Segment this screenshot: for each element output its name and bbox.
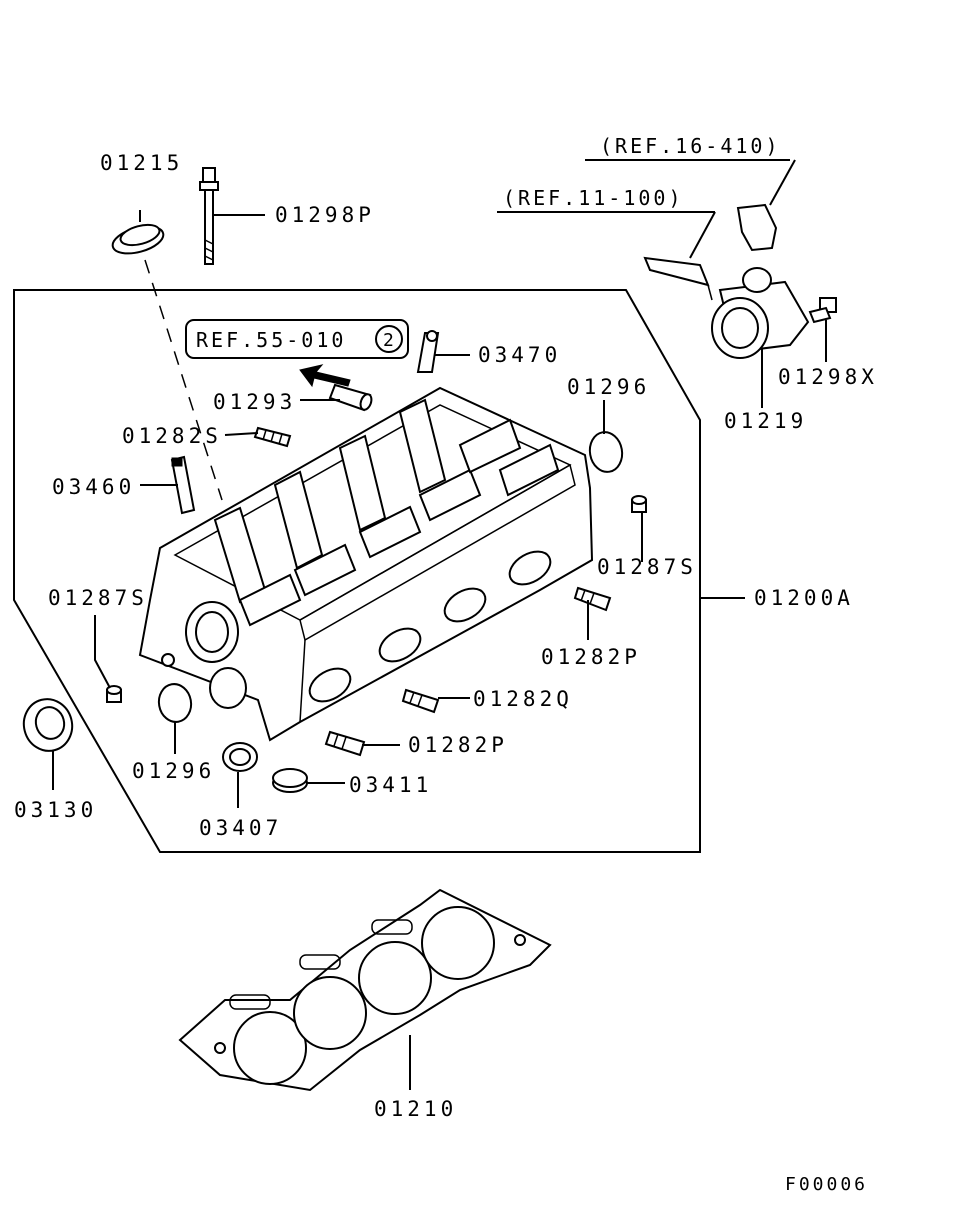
leader-01282S xyxy=(224,432,259,436)
label-01287S-left: 01287S xyxy=(48,586,148,610)
assembly-outline xyxy=(13,289,701,853)
label-03460: 03460 xyxy=(52,475,135,499)
label-01282P-mid: 01282P xyxy=(408,733,508,757)
ref-55-010-box[interactable] xyxy=(185,319,409,359)
part-01215[interactable] xyxy=(110,221,166,258)
leader-ref-16-410 xyxy=(769,159,796,206)
ref-55-010-label[interactable]: REF.55-010 xyxy=(196,328,346,352)
label-03470: 03470 xyxy=(478,343,561,367)
part-cam-sensor[interactable] xyxy=(736,203,778,252)
part-01296-top[interactable] xyxy=(587,430,625,475)
arrow-icon xyxy=(299,364,351,388)
cylinder-head[interactable] xyxy=(138,386,594,742)
leader-01287S-left xyxy=(94,615,111,689)
label-01200A: 01200A xyxy=(754,586,854,610)
part-03470[interactable] xyxy=(416,330,440,373)
label-01287S-right: 01287S xyxy=(597,555,697,579)
label-03411: 03411 xyxy=(349,773,432,797)
leader-ref-11-100 xyxy=(689,211,716,259)
part-01293[interactable] xyxy=(328,383,373,412)
part-01282Q[interactable] xyxy=(401,688,440,714)
part-sealant-tube[interactable] xyxy=(643,256,713,301)
part-03130[interactable] xyxy=(18,694,78,757)
part-01210-head-gasket[interactable] xyxy=(178,888,552,1092)
label-01298P: 01298P xyxy=(275,203,375,227)
ref-16-410-label[interactable]: (REF.16-410) xyxy=(600,134,781,158)
label-01293: 01293 xyxy=(213,390,296,414)
part-01298P[interactable] xyxy=(199,167,219,265)
label-01296-top: 01296 xyxy=(567,375,650,399)
part-01282S[interactable] xyxy=(253,426,292,448)
label-01282P-right: 01282P xyxy=(541,645,641,669)
ref-55-010-circle-number: 2 xyxy=(383,330,394,351)
label-01219: 01219 xyxy=(724,409,807,433)
label-03130: 03130 xyxy=(14,798,97,822)
part-01282P-right[interactable] xyxy=(573,586,612,612)
label-01282S: 01282S xyxy=(122,424,222,448)
label-01282Q: 01282Q xyxy=(473,687,573,711)
part-03411[interactable] xyxy=(272,768,308,793)
part-01287S-left[interactable] xyxy=(106,685,122,703)
alignment-line-01215 xyxy=(144,259,223,501)
ref-11-100-label[interactable]: (REF.11-100) xyxy=(503,186,684,210)
part-01298X[interactable] xyxy=(808,297,837,324)
label-01296-bottom: 01296 xyxy=(132,759,215,783)
label-01210: 01210 xyxy=(374,1097,457,1121)
part-01219[interactable] xyxy=(711,267,810,359)
label-03407: 03407 xyxy=(199,816,282,840)
part-03407[interactable] xyxy=(222,742,258,772)
part-01287S-right[interactable] xyxy=(631,495,647,513)
figure-code: F00006 xyxy=(785,1174,868,1195)
part-01282P-mid[interactable] xyxy=(324,730,366,757)
label-01215: 01215 xyxy=(100,151,183,175)
label-01298X: 01298X xyxy=(778,365,878,389)
part-01296-bottom[interactable] xyxy=(156,682,194,725)
part-03460[interactable] xyxy=(170,455,196,515)
